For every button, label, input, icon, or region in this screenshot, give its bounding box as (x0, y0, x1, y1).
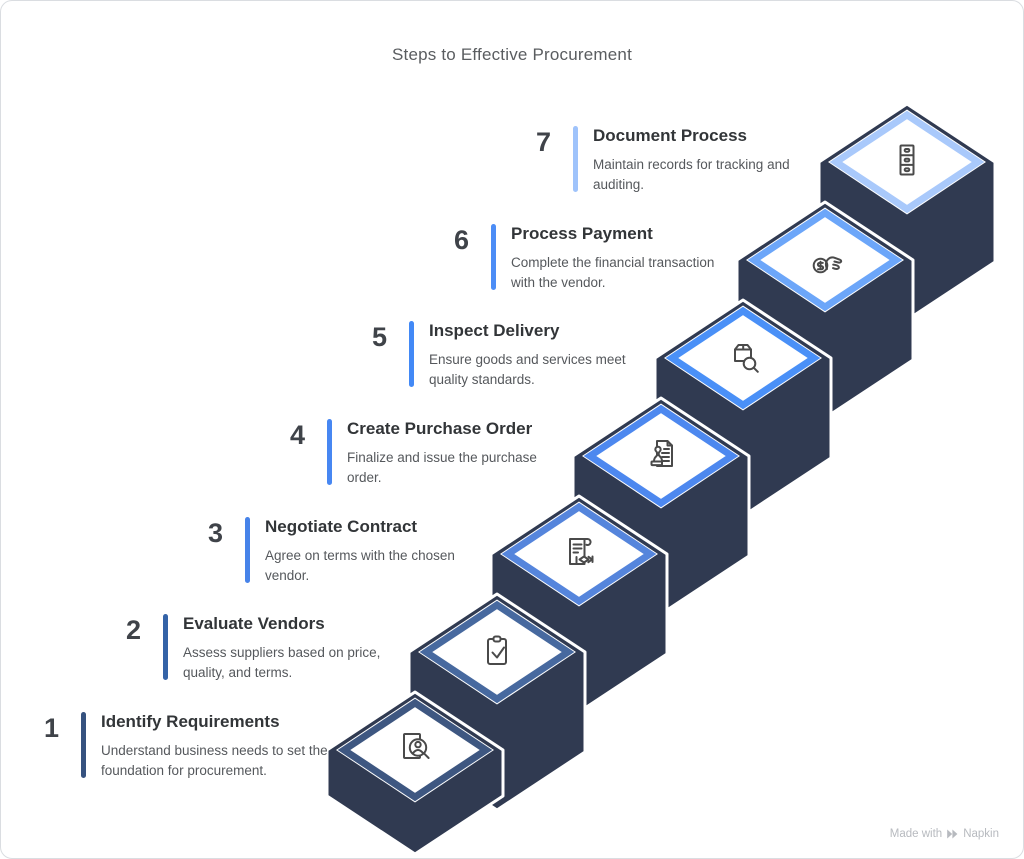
watermark[interactable]: Made with Napkin (890, 828, 999, 840)
step-number: 3 (207, 518, 223, 548)
napkin-logo-icon (947, 829, 958, 839)
step-6-block (735, 200, 915, 420)
step-description: Understand business needs to set the fou… (101, 743, 328, 778)
clipboard-check-icon (487, 635, 507, 665)
step-accent-bar (245, 517, 250, 583)
package-search-icon (734, 344, 759, 373)
step-description: Ensure goods and services meet quality s… (429, 352, 626, 387)
filing-cabinet-icon (899, 144, 915, 176)
step-description: Complete the financial transaction with … (511, 255, 715, 290)
step-title: Evaluate Vendors (183, 614, 325, 633)
step-accent-bar (163, 614, 168, 680)
step-number: 6 (453, 225, 469, 255)
step-description: Assess suppliers based on price, quality… (183, 645, 381, 680)
step-title: Negotiate Contract (265, 517, 418, 536)
step-label-4: 4 Create Purchase Order Finalize and iss… (247, 419, 575, 487)
step-diamond (583, 404, 739, 508)
step-diamond (501, 502, 657, 606)
step-number: 2 (125, 615, 141, 645)
step-title: Process Payment (511, 224, 653, 243)
step-label-3: 3 Negotiate Contract Agree on terms with… (165, 517, 493, 585)
watermark-brand: Napkin (963, 828, 999, 840)
step-number: 1 (43, 713, 59, 743)
step-number: 5 (371, 322, 387, 352)
contract-handshake-icon (569, 538, 594, 565)
step-1-block (325, 690, 505, 856)
step-accent-bar (491, 224, 496, 290)
step-title: Inspect Delivery (429, 321, 560, 340)
hand-coin-icon (812, 256, 843, 274)
step-label-6: 6 Process Payment Complete the financial… (411, 224, 739, 292)
step-title: Create Purchase Order (347, 419, 533, 438)
step-title: Document Process (593, 126, 747, 145)
page-title: Steps to Effective Procurement (391, 45, 633, 64)
step-diamond (419, 600, 575, 704)
step-accent-bar (327, 419, 332, 485)
step-label-2: 2 Evaluate Vendors Assess suppliers base… (83, 614, 411, 682)
watermark-prefix: Made with (889, 828, 943, 840)
step-label-1: 1 Identify Requirements Understand busin… (1, 712, 329, 780)
step-number: 7 (535, 127, 551, 157)
step-number: 4 (289, 420, 305, 450)
document-stamp-icon (650, 440, 673, 467)
step-description: Agree on terms with the chosen vendor. (265, 548, 455, 583)
step-label-7: 7 Document Process Maintain records for … (493, 126, 821, 194)
step-label-5: 5 Inspect Delivery Ensure goods and serv… (329, 321, 657, 389)
step-title: Identify Requirements (101, 712, 280, 731)
step-description: Finalize and issue the purchase order. (347, 450, 537, 485)
step-accent-bar (573, 126, 578, 192)
step-accent-bar (81, 712, 86, 778)
step-7-block (817, 102, 997, 322)
person-document-search-icon (403, 733, 430, 759)
step-accent-bar (409, 321, 414, 387)
step-description: Maintain records for tracking and auditi… (593, 157, 790, 192)
